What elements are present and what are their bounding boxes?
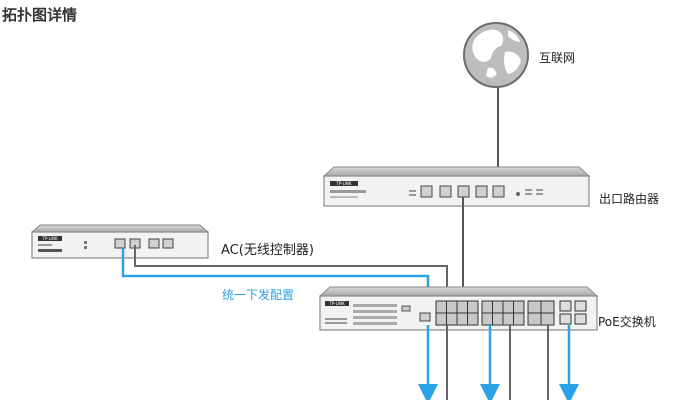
ac-device: TP-LINK: [30, 224, 210, 259]
poe-switch-device: TP-LINK: [318, 286, 599, 331]
router-label: 出口路由器: [599, 192, 660, 206]
router-device: TP-LINK: [322, 166, 591, 207]
poe-switch-label: PoE交换机: [598, 315, 656, 329]
globe-icon: [463, 22, 529, 88]
page-title: 拓扑图详情: [2, 6, 78, 24]
ac-switch-link: [134, 245, 448, 306]
ac-label: AC(无线控制器): [221, 243, 314, 258]
ac-brand: TP-LINK: [41, 236, 58, 241]
router-brand: TP-LINK: [335, 181, 352, 186]
internet-label: 互联网: [539, 51, 576, 65]
switch-brand: TP-LINK: [328, 301, 345, 306]
unified-config-label: 统一下发配置: [222, 288, 295, 302]
